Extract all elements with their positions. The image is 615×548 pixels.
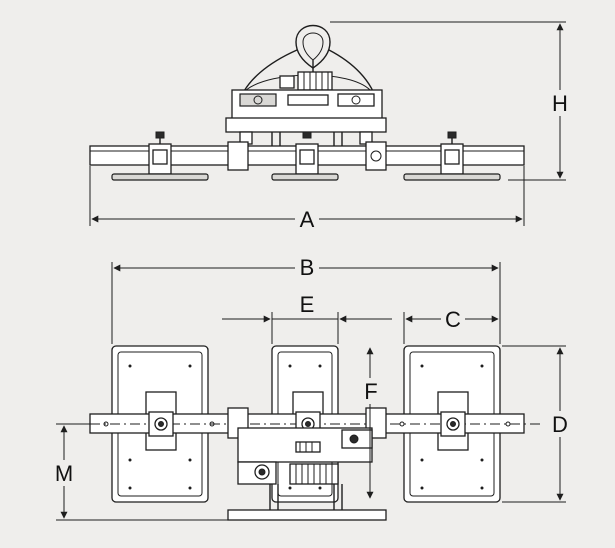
top-valve	[297, 71, 333, 91]
dimension-h: H	[330, 21, 573, 181]
label-a: A	[300, 207, 315, 232]
dimension-e: E	[222, 292, 392, 344]
label-b: B	[300, 255, 315, 280]
label-c: C	[445, 307, 461, 332]
dimension-m: M	[50, 423, 228, 521]
label-f: F	[364, 379, 377, 404]
dimension-b: B	[111, 254, 501, 344]
pad-side-right	[403, 173, 501, 181]
top-view	[70, 345, 540, 521]
pad-side-center	[271, 173, 339, 181]
label-d: D	[552, 412, 568, 437]
dimension-d: D	[502, 345, 572, 503]
label-m: M	[55, 461, 73, 486]
base-plate	[227, 509, 387, 521]
pad-side-left	[111, 173, 209, 181]
side-view	[89, 25, 525, 181]
lifting-eye	[295, 25, 331, 69]
label-e: E	[300, 292, 315, 317]
dimension-f: F	[360, 347, 382, 499]
dimension-a: A	[89, 166, 525, 232]
dimension-c: C	[403, 306, 499, 344]
cross-plate	[225, 117, 387, 133]
label-h: H	[552, 91, 568, 116]
